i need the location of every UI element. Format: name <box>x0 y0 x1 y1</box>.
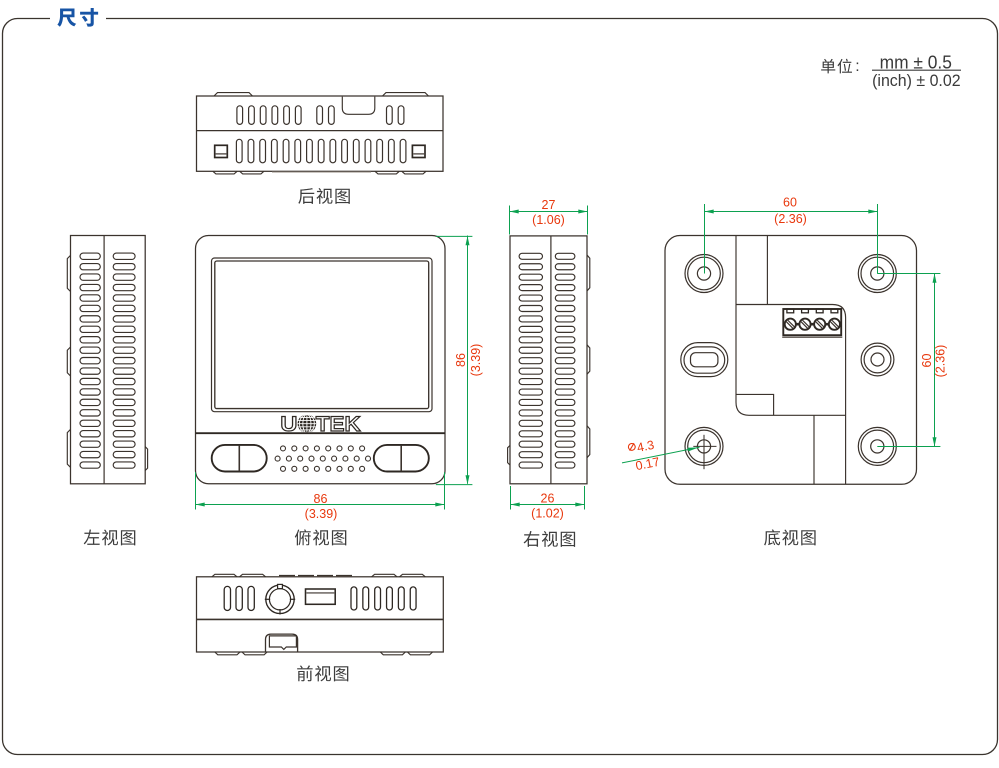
svg-text:(2.36): (2.36) <box>774 212 807 226</box>
svg-text:26: 26 <box>541 491 555 505</box>
svg-text:U: U <box>280 413 297 436</box>
svg-text:60: 60 <box>920 354 934 368</box>
svg-text:(1.02): (1.02) <box>531 507 564 521</box>
svg-text:27: 27 <box>542 198 556 212</box>
svg-text:4.3: 4.3 <box>636 438 656 455</box>
svg-text:0.17: 0.17 <box>634 455 661 474</box>
svg-text:(3.39): (3.39) <box>469 344 483 377</box>
svg-text:(inch) ± 0.02: (inch) ± 0.02 <box>872 71 961 90</box>
svg-text:mm ± 0.5: mm ± 0.5 <box>880 52 952 72</box>
svg-text:86: 86 <box>454 353 468 367</box>
svg-text:86: 86 <box>314 492 328 506</box>
svg-text:(3.39): (3.39) <box>305 507 338 521</box>
svg-text:(1.06): (1.06) <box>532 213 565 227</box>
svg-text:60: 60 <box>783 195 797 209</box>
svg-text::: : <box>855 58 859 75</box>
svg-text:(2.36): (2.36) <box>934 345 948 378</box>
